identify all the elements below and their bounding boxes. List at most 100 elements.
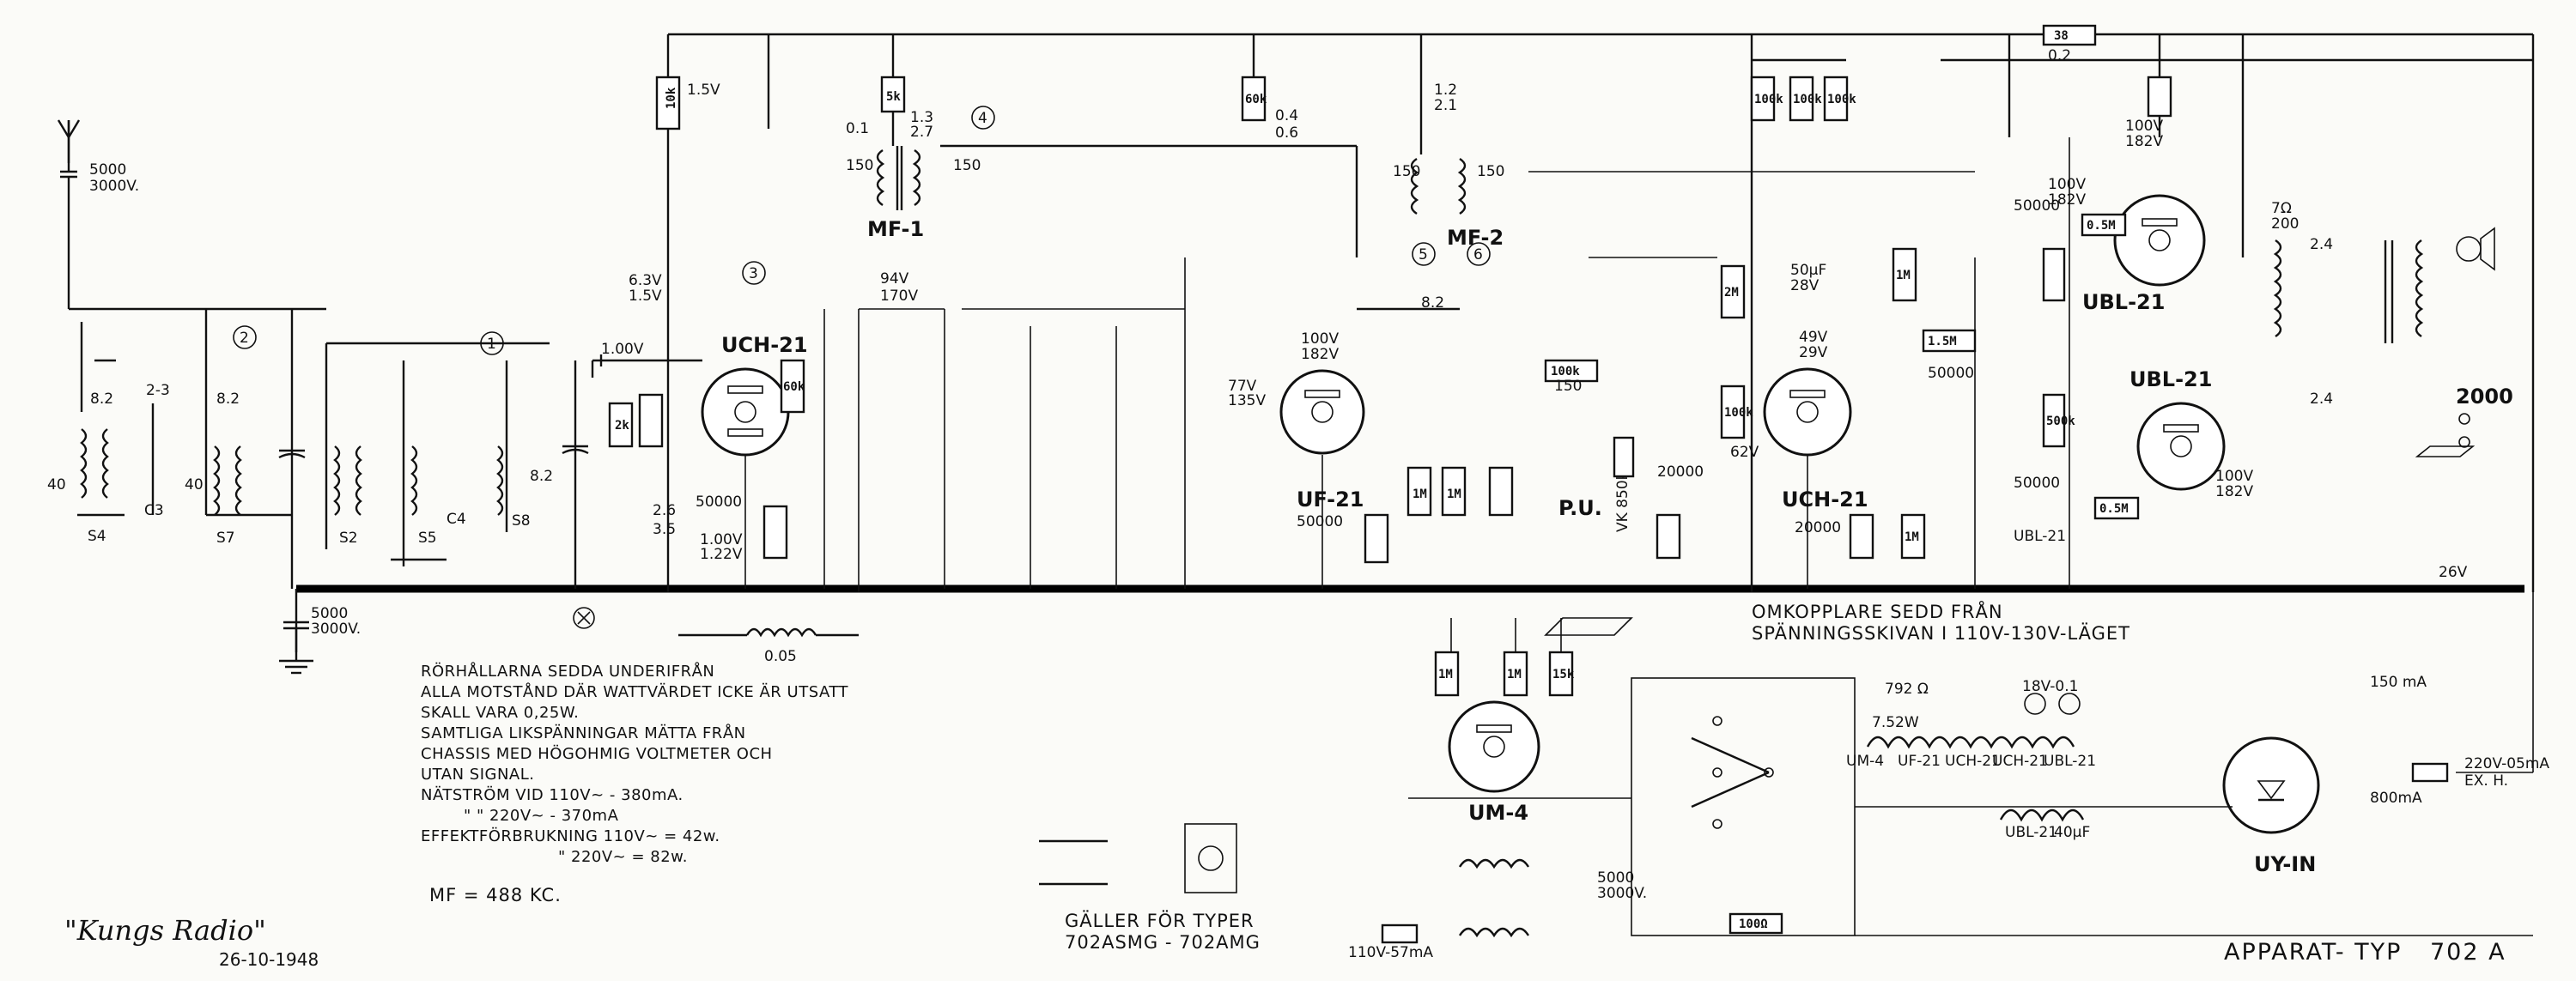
tube-uy1n: UY-IN 800mA 220V-05mA EX. H. 150 mA 26V xyxy=(2222,564,2549,876)
mixer-cathode-cap: 50000 xyxy=(696,494,742,511)
grid-cap-value: 1.00V xyxy=(601,341,644,358)
mf2-label: MF-2 xyxy=(1447,226,1504,250)
filter-choke: 0.05 xyxy=(573,607,859,665)
res-100k-b: 100k xyxy=(1793,93,1822,106)
fuse-150ma: 800mA xyxy=(2370,790,2422,807)
mixer-resistors: 10k 1.5V 2k 60k 50000 2.6 3.5 1.00V 1.22… xyxy=(608,76,918,563)
coil-s4-label: S4 xyxy=(88,528,106,545)
note-line-4: CHASSIS MED HÖGOHMIG VOLTMETER OCH xyxy=(421,744,773,763)
ubl-volt-b: 182V xyxy=(2048,191,2086,209)
res-100k-af: 100k xyxy=(1724,406,1753,420)
note-line-8: EFFEKTFÖRBRUKNING 110V~ = 42w. xyxy=(421,827,720,845)
res-60k-uf21: 60k xyxy=(1245,93,1267,106)
mf-frequency: MF = 488 KC. xyxy=(429,885,562,905)
res-500k-lower: 500k xyxy=(2046,415,2075,428)
antenna-symbol: 5000 3000V. xyxy=(57,119,139,309)
tube-ubl21-lower-label: UBL-21 xyxy=(2129,367,2212,391)
res-15k: 15k xyxy=(1552,668,1575,681)
coil-s8-cap: 8.2 xyxy=(530,468,553,485)
marker-4: 4 xyxy=(978,110,987,127)
heater-uf21: UCH-21 xyxy=(1945,753,2001,770)
note-line-3: SAMTLIGA LIKSPÄNNINGAR MÄTTA FRÅN xyxy=(421,724,746,742)
heater-ubl21-b: 40μF xyxy=(2054,824,2090,841)
mf2-secondary-cap: 150 xyxy=(1477,163,1504,180)
af-volt-a: 50μF xyxy=(1790,262,1826,279)
ground-cap-value: 5000 xyxy=(311,605,348,622)
mixer-screen-volt-b: 170V xyxy=(880,288,918,305)
if-transformer-mf2: 1.2 2.1 150 150 MF-2 5 6 xyxy=(1393,82,1504,266)
top-filter-cap: 26V xyxy=(2439,564,2468,581)
tube-uy1n-label: UY-IN xyxy=(2254,852,2316,876)
res-1m-b: 1M xyxy=(1447,487,1461,501)
tone-cap: 20000 xyxy=(1657,463,1704,481)
trimmer-c4-label: C4 xyxy=(447,511,466,528)
ubl-screen-volt-a: 100V xyxy=(2125,118,2163,135)
res-100k-volume: 100k xyxy=(1551,365,1580,378)
drawing-date: 26-10-1948 xyxy=(219,949,319,970)
model-label: APPARAT- TYP xyxy=(2224,939,2402,966)
coil-s4-cap: 8.2 xyxy=(90,391,113,408)
chassis-ground-symbol: 5000 3000V. xyxy=(279,589,361,675)
wiring xyxy=(744,137,2534,936)
heater-um4: UF-21 xyxy=(1898,753,1941,770)
af-volt-b: 28V xyxy=(1790,277,1820,294)
res-100k-a: 100k xyxy=(1754,93,1783,106)
res-10k-watt: 1.5V xyxy=(687,82,720,99)
notes-block: RÖRHÅLLARNA SEDDA UNDERIFRÅN ALLA MOTSTÅ… xyxy=(421,662,848,905)
coil-s2-label: S2 xyxy=(339,530,358,547)
mf2-primary-cap: 150 xyxy=(1393,163,1420,180)
mf1-secondary-cap: 150 xyxy=(953,157,981,174)
heater-uch21-b: UBL-21 xyxy=(2044,753,2096,770)
res-100k-c: 100k xyxy=(1827,93,1856,106)
marker-5: 5 xyxy=(1419,246,1428,263)
ubl-volt-a: 100V xyxy=(2048,176,2086,193)
res-0-5m-b: 0.5M xyxy=(2099,502,2129,516)
coil-s7-label: S7 xyxy=(216,530,235,547)
dropping-resistor-value: 792 Ω xyxy=(1885,681,1929,698)
coil-s8-label: S8 xyxy=(512,512,531,530)
uf21-screen-volt-b: 182V xyxy=(1301,346,1339,363)
ext-speaker-label: 2000 xyxy=(2456,385,2513,409)
tube-uf21: UF-21 60k 0.4 0.6 100V 182V 77V 135V 500… xyxy=(1228,76,1460,564)
tube-ubl21-upper: UBL-21 0.5M 50000 100V 182V 100V 182V xyxy=(2014,76,2206,314)
input-coil-group: 40 8.2 S4 2-3 C3 40 8.2 S7 2 xyxy=(47,307,326,589)
pilot-lamp-value: 18V-0.1 xyxy=(2022,678,2078,695)
switch-note-line2: SPÄNNINGSSKIVAN I 110V-130V-LÄGET xyxy=(1752,622,2130,644)
dropping-resistor-watt: 7.52W xyxy=(1872,714,1919,731)
trim-s4-label: 2-3 xyxy=(146,382,170,399)
marker-2: 2 xyxy=(240,330,249,347)
pu-cap: 150 xyxy=(1554,378,1582,395)
res-2k-watt: 0.2 xyxy=(2048,47,2071,64)
af-coupling-cap: 50000 xyxy=(1928,365,1974,382)
tube-ubl21-lower: UBL-21 500k 0.5M 50000 UBL-21 100V 182V xyxy=(2014,367,2253,545)
coil-s7-value: 40 xyxy=(185,476,204,494)
res-100-ohm: 100Ω xyxy=(1739,917,1768,931)
af-volt-c: 49V xyxy=(1799,329,1828,346)
af-cathode-cap: 20000 xyxy=(1795,519,1841,536)
ubl-lower-elco: UBL-21 xyxy=(2014,528,2066,545)
mf2-ratio-a: 1.2 xyxy=(1434,82,1457,99)
power-inlet: 110V-57mA 5000 3000V. GÄLLER FÖR TYPER 7… xyxy=(1039,823,1647,961)
middle-resistors: 1M 1M 100k xyxy=(1406,359,1599,517)
trimmer-c3-label: C3 xyxy=(144,502,164,519)
note-line-9: " 220V~ = 82w. xyxy=(558,848,688,866)
af-volt-e: 62V xyxy=(1730,444,1759,461)
volume-control-label: VK 850k xyxy=(1614,471,1631,532)
heater-volt-a: 6.3V xyxy=(629,272,662,289)
res-1m-af-b: 1M xyxy=(1905,530,1919,544)
model-number: 702 A xyxy=(2430,939,2506,966)
tube-uch21-af: UCH-21 100k 100k 100k 2M 100k 1M 1.5M 50… xyxy=(1720,76,1977,560)
coil-s7-cap: 8.2 xyxy=(216,391,240,408)
ubl-lower-volt-a: 100V xyxy=(2215,468,2253,485)
pickup-label: P.U. xyxy=(1558,496,1602,520)
tube-uch21-af-label: UCH-21 xyxy=(1782,487,1868,512)
res-2m-af: 2M xyxy=(1724,286,1739,300)
voltage-selector: OMKOPPLARE SEDD FRÅN SPÄNNINGSSKIVAN I 1… xyxy=(1631,600,2130,936)
note-line-0: RÖRHÅLLARNA SEDDA UNDERIFRÅN xyxy=(421,662,714,681)
uf21-screen-volt-a: 100V xyxy=(1301,330,1339,348)
ubl-lower-cap: 50000 xyxy=(2014,475,2060,492)
uf21-coupling-cap: 8.2 xyxy=(1421,294,1444,312)
res-1m-um4-a: 1M xyxy=(1438,668,1453,681)
mf1-primary-cap: 150 xyxy=(846,157,873,174)
